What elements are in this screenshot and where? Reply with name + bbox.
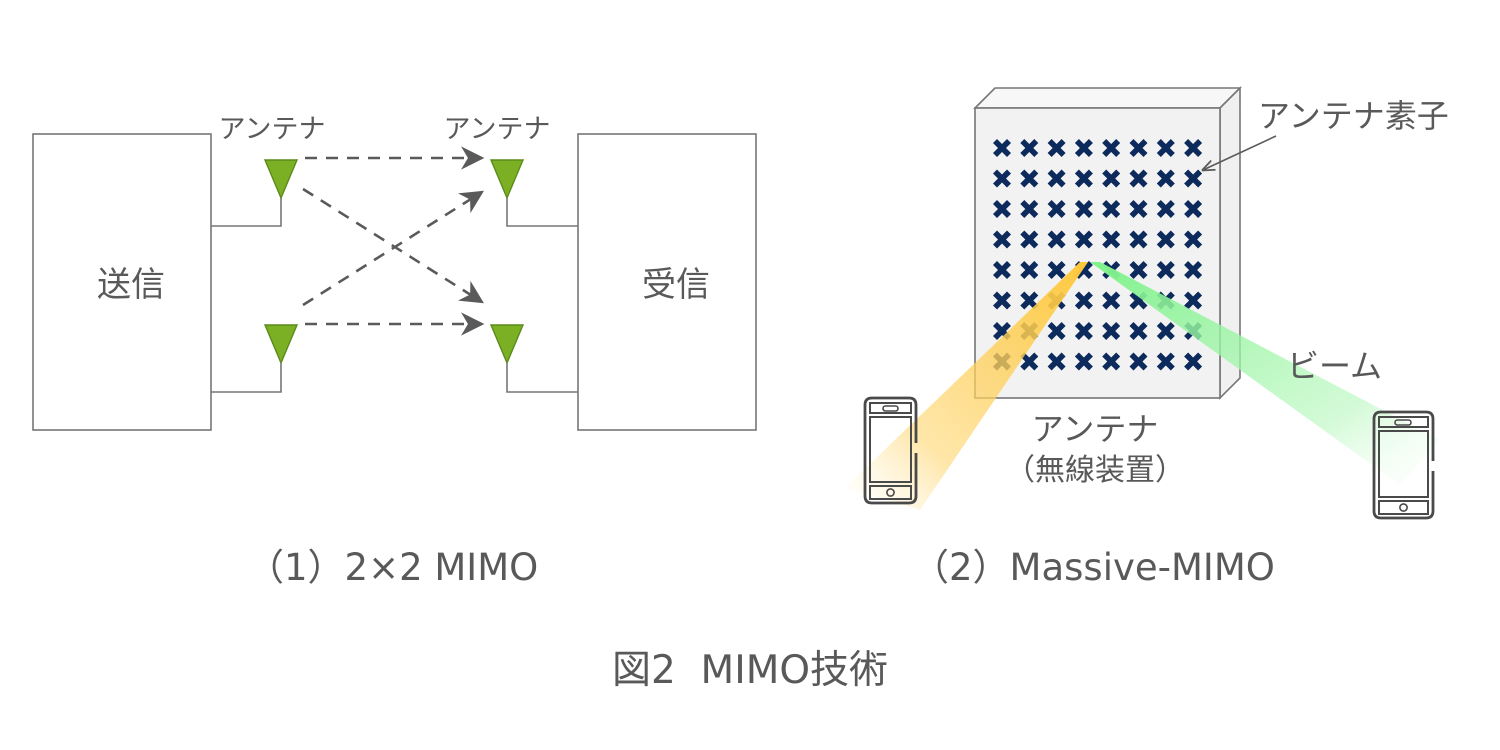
smartphone-icon xyxy=(863,396,918,505)
beam-label: ビーム xyxy=(1287,347,1382,385)
tx-antenna-label: アンテナ xyxy=(219,114,326,145)
massive-mimo-panel: アンテナ素子 ビーム アンテナ （無線装置） （2）Massive-MIMO xyxy=(845,86,1449,589)
signal-arrow-cross-up xyxy=(302,190,484,307)
caption-2x2: （1）2×2 MIMO xyxy=(247,546,538,589)
antenna-element-label: アンテナ素子 xyxy=(1258,97,1449,135)
rx-antenna-icon xyxy=(489,324,578,393)
antenna-sublabel: （無線装置） xyxy=(1005,453,1185,488)
transmitter-box xyxy=(32,133,212,431)
signal-paths xyxy=(302,146,485,336)
antenna-label: アンテナ xyxy=(1032,410,1159,448)
beam-yellow xyxy=(845,262,1088,510)
figure-title: 図2 MIMO技術 xyxy=(612,648,888,693)
transmitter-label: 送信 xyxy=(97,265,165,305)
element-pointer-arrow xyxy=(1203,135,1277,170)
tx-antenna-icon xyxy=(211,324,299,393)
smartphone-icon xyxy=(1372,410,1435,520)
signal-arrow-cross-down xyxy=(302,187,484,304)
antenna-panel xyxy=(973,86,1242,400)
rx-antenna-label: アンテナ xyxy=(444,114,551,145)
receiver-box xyxy=(577,133,757,431)
caption-massive-mimo: （2）Massive-MIMO xyxy=(912,546,1275,589)
beam-green xyxy=(1090,262,1440,485)
receiver-label: 受信 xyxy=(642,265,710,305)
rx-antenna-icon xyxy=(489,159,578,227)
tx-antenna-icon xyxy=(211,159,299,227)
mimo-2x2-panel: 送信 受信 アンテナ アンテナ （1）2×2 MI xyxy=(32,114,757,589)
